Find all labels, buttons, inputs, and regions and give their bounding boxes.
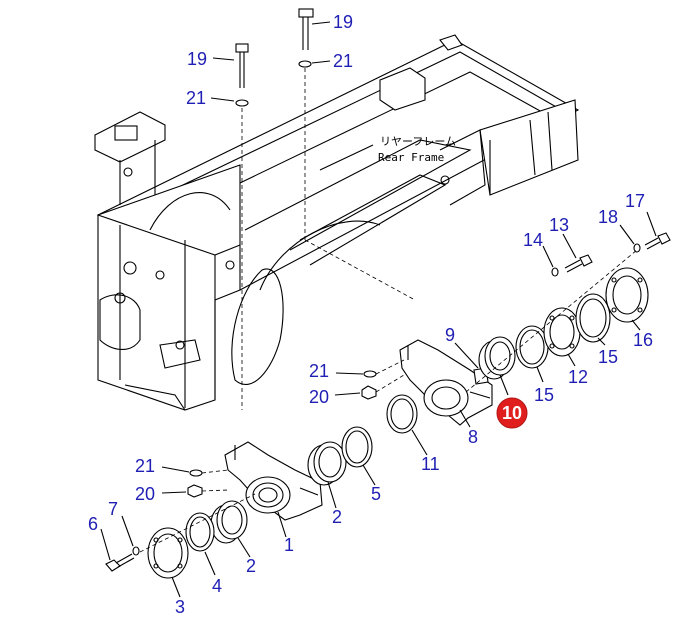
washer-14 (551, 267, 559, 277)
frame-label-en: Rear Frame (378, 151, 444, 164)
callout-19-left: 19 (187, 49, 207, 69)
washer-7 (132, 546, 140, 556)
support-8 (399, 339, 493, 426)
cap-16 (605, 267, 649, 323)
callout-16: 16 (633, 330, 653, 350)
callout-8: 8 (468, 427, 478, 447)
bushing-2-upper (307, 441, 347, 486)
bolt-13 (564, 254, 593, 273)
callout-18: 18 (598, 207, 618, 227)
washer-21-right (363, 359, 405, 378)
callout-10-highlight: 10 (496, 397, 528, 429)
bolt-19-left (235, 43, 249, 410)
callout-20-mid: 20 (309, 387, 329, 407)
frame-label-jp: リヤーフレーム (380, 135, 456, 148)
callout-12: 12 (568, 367, 588, 387)
washer-18 (633, 243, 641, 253)
seal-4 (185, 512, 215, 552)
callout-2-lower: 2 (246, 556, 256, 576)
callout-6: 6 (88, 514, 98, 534)
leader-lines (100, 21, 657, 598)
rear-frame (94, 34, 580, 411)
bolt-6 (105, 553, 135, 572)
callout-17: 17 (625, 191, 645, 211)
callout-9: 9 (445, 325, 455, 345)
nut-20-right (361, 374, 405, 400)
callout-15-outer: 15 (598, 347, 618, 367)
callout-13: 13 (549, 215, 569, 235)
bolt-19-right (298, 8, 314, 240)
callout-21-lower: 21 (135, 456, 155, 476)
callout-1: 1 (284, 535, 294, 555)
cover-3 (147, 527, 189, 579)
shim-15-outer (575, 293, 611, 343)
callout-15-inner: 15 (534, 385, 554, 405)
seal-11 (386, 394, 418, 434)
callout-21-left: 21 (186, 88, 206, 108)
washer-21-lower (189, 469, 229, 477)
callout-21-mid: 21 (309, 361, 329, 381)
cover-12 (543, 307, 581, 357)
seal-5 (341, 426, 373, 468)
callout-5: 5 (371, 484, 381, 504)
callout-10: 10 (502, 403, 522, 423)
support-1 (224, 441, 323, 521)
callout-2-upper: 2 (332, 507, 342, 527)
bushing-10 (478, 336, 516, 380)
callout-19-right: 19 (333, 12, 353, 32)
callout-3: 3 (175, 597, 185, 617)
callout-7: 7 (108, 499, 118, 519)
callout-21-right: 21 (333, 51, 353, 71)
callout-4: 4 (212, 576, 222, 596)
callout-14: 14 (523, 230, 543, 250)
bolt-17 (644, 232, 671, 250)
nut-20-lower (187, 484, 229, 498)
callout-20-lower: 20 (135, 484, 155, 504)
callout-11: 11 (421, 454, 440, 474)
